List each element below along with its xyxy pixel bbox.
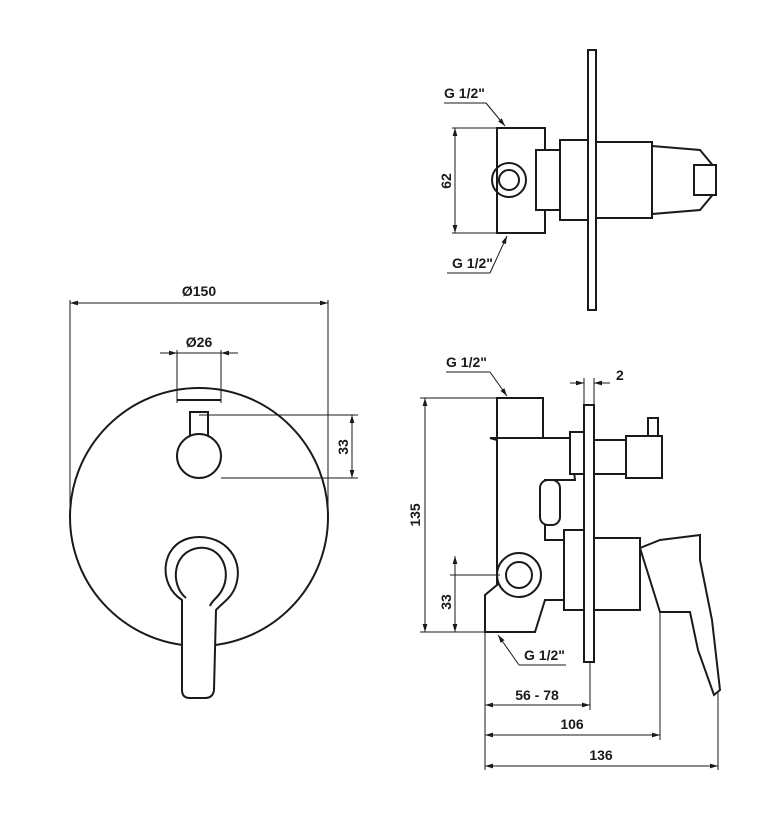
dim-diameter-plate: Ø150 (182, 283, 216, 299)
dim-height-62: 62 (438, 173, 454, 189)
dim-overall-depth: 136 (589, 747, 613, 763)
diverter-knob (176, 433, 222, 479)
cover-plate-side-2 (583, 404, 595, 663)
dim-overall-height: 135 (407, 503, 423, 527)
label-thread-top-1: G 1/2" (444, 85, 485, 101)
dim-plate-thickness: 2 (616, 367, 624, 383)
valve-body-2 (484, 437, 577, 633)
bottom-side-view: 2 135 33 G 1/2" G 1/2" 56 - 78 106 136 (407, 354, 722, 770)
lever-side (638, 533, 722, 697)
label-thread-bottom-1: G 1/2" (452, 255, 493, 271)
label-thread-bottom-2: G 1/2" (524, 647, 565, 663)
mixer-lever (164, 536, 239, 699)
dim-diameter-knob: Ø26 (186, 334, 213, 350)
cover-plate-side (587, 49, 597, 311)
dim-knob-offset: 33 (335, 439, 351, 455)
label-thread-top-2: G 1/2" (446, 354, 487, 370)
dim-depth-106: 106 (560, 716, 584, 732)
front-view: Ø150 Ø26 33 (69, 283, 358, 699)
top-side-view: 62 G 1/2" G 1/2" (438, 49, 717, 311)
dim-outlet-height: 33 (438, 594, 454, 610)
dim-installation-depth: 56 - 78 (515, 687, 559, 703)
